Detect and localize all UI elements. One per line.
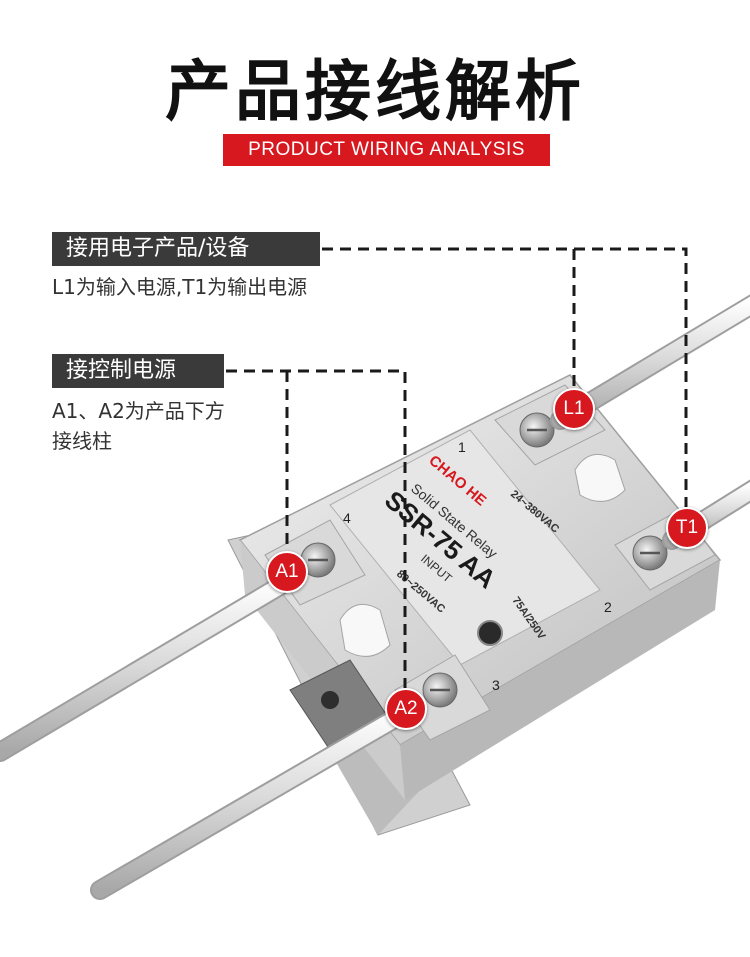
terminal-number-2: 2	[604, 599, 612, 615]
page-title: 产品接线解析	[165, 53, 585, 130]
callout-desc-control-line-1: A1、A2为产品下方	[52, 399, 225, 423]
callout-desc-control-line-2: 接线柱	[52, 429, 112, 453]
callout-desc-control: A1、A2为产品下方 接线柱	[52, 396, 272, 456]
terminal-marker-t1: T1	[666, 507, 708, 549]
terminal-marker-l1: L1	[553, 388, 595, 430]
callout-tag-control: 接控制电源	[52, 354, 224, 388]
callout-tag-load: 接用电子产品/设备	[52, 232, 320, 266]
terminal-number-4: 4	[343, 510, 351, 526]
terminal-marker-a2: A2	[385, 688, 427, 730]
terminal-marker-a1: A1	[266, 551, 308, 593]
relay-body	[227, 374, 722, 836]
terminal-number-1: 1	[458, 439, 466, 455]
terminal-screws	[300, 412, 668, 708]
leader-lines	[226, 247, 688, 688]
subtitle-banner: PRODUCT WIRING ANALYSIS	[223, 134, 550, 166]
terminal-number-3: 3	[492, 677, 500, 693]
callout-desc-load: L1为输入电源,T1为输出电源	[52, 275, 308, 299]
